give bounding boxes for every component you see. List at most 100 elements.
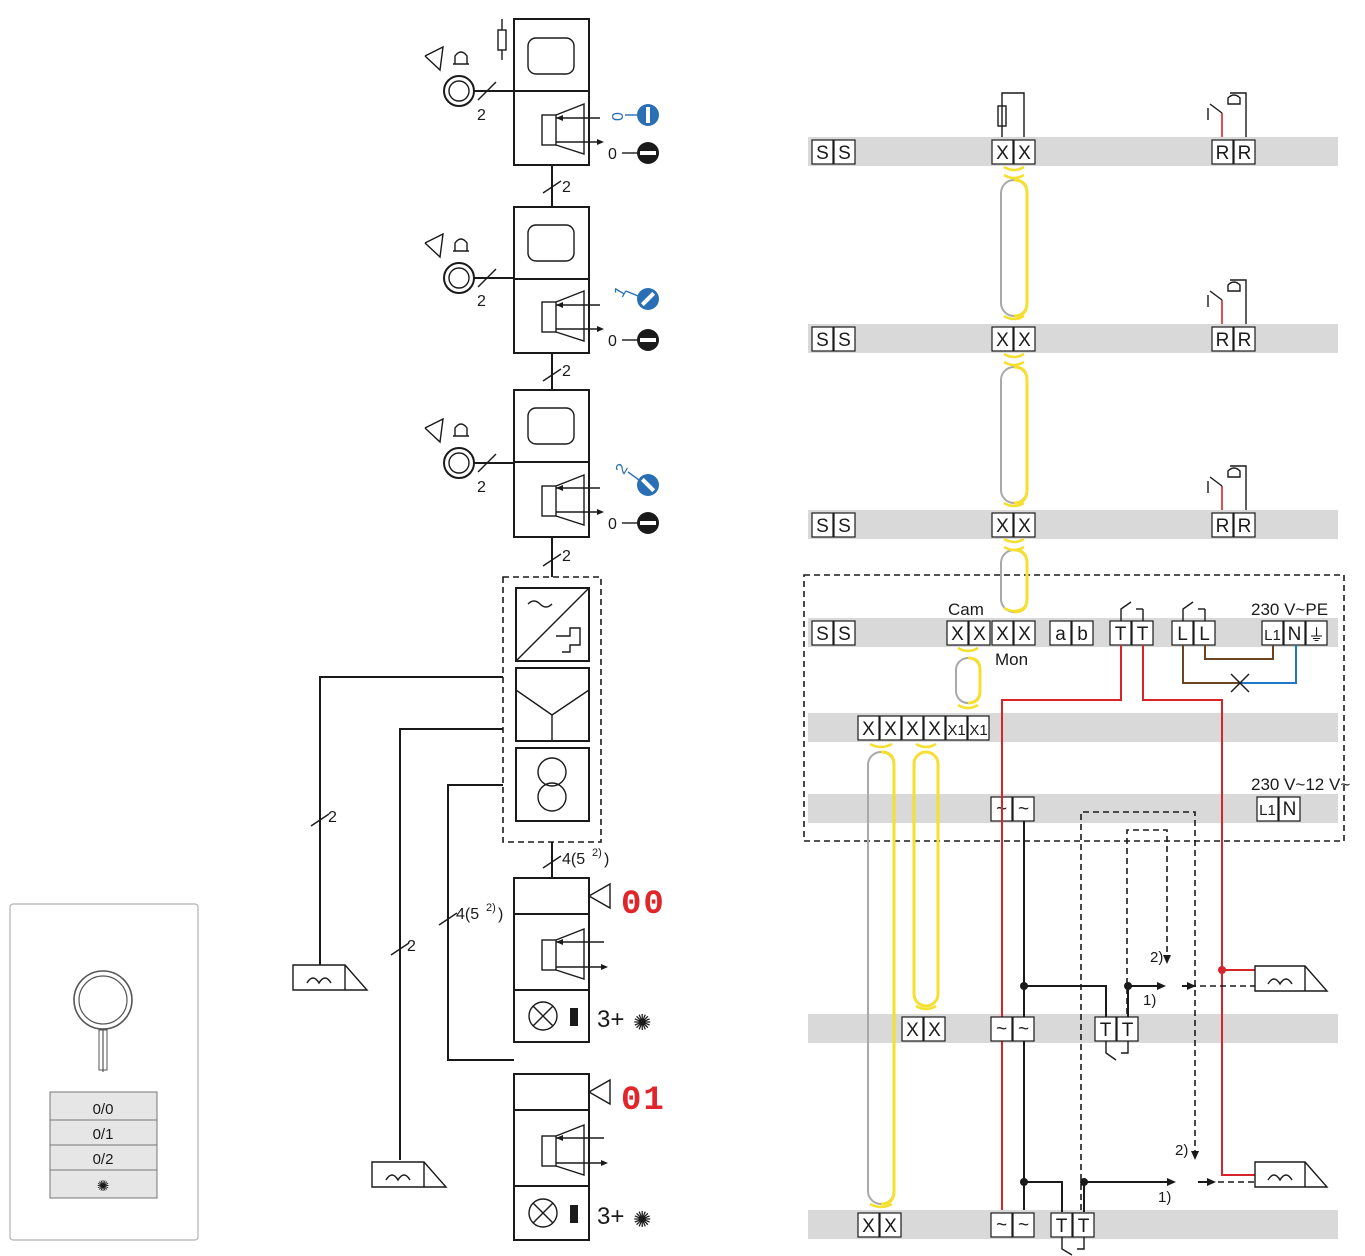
control-unit [502,576,602,843]
door-station-1 [497,18,604,166]
wire-count-label: 2 [328,809,337,826]
terminal-label: X [862,1216,875,1237]
wire-count-label: 2 [407,938,416,955]
terminal-label: T [1100,1020,1112,1041]
terminal-label: L1 [1259,802,1276,819]
terminal-label: ~ [996,1019,1007,1040]
terminal-diagram: S S X X R R S S X X R R S S X X R R Cam … [803,92,1350,1256]
terminal-label: S [838,516,851,537]
paren-close: ) [604,851,609,868]
terminal-label: T [1056,1216,1068,1237]
speaker-icon [541,289,585,342]
mon-label: Mon [995,650,1028,669]
terminal-row-indoor-1: X X ~ ~ T T [901,1016,1139,1061]
panel-row[interactable]: 0/0 [93,1101,114,1118]
terminal-label: R [1238,143,1252,164]
terminal-label: L [1199,624,1210,645]
key-switch-icon: 2 [613,461,659,496]
footnote-label: 2) [486,902,496,914]
terminal-label: X [884,719,897,740]
terminal-label: X [951,624,964,645]
panel-row[interactable]: 0/2 [93,1151,114,1168]
terminal-label: X [906,719,919,740]
door-station-3 [513,389,604,538]
supply-label: 230 V~12 V~ [1251,775,1350,794]
terminal-label: X [996,143,1009,164]
push-button-icon [1207,465,1247,510]
wire-count-label: 2 [562,548,571,565]
terminal-label: X [1018,330,1031,351]
terminal-label: X [928,1020,941,1041]
terminal-label: X [862,719,875,740]
speaker-icon [541,1123,585,1176]
bus-bars [808,137,1338,1239]
code-zero: 0 [608,333,617,350]
terminal-row-3: S S X X R R [811,512,1256,538]
terminal-label: T [1122,1020,1134,1041]
terminal-label: T [1078,1216,1090,1237]
door-opener-icon [1254,965,1329,992]
wire-count-label: 2 [477,107,486,124]
speaker-icon [541,102,585,155]
block-schematic: 2 2 2 4(5 2) ) [292,18,666,1241]
terminal-label: X [906,1020,919,1041]
terminal-label: S [816,624,829,645]
bell-push-3: 2 [424,417,514,496]
terminal-label: S [838,143,851,164]
wire-count-label: 2 [477,293,486,310]
key-switch-icon: 0 [610,104,659,126]
code-label: 2 [613,461,632,477]
splitter-icon [515,667,590,742]
terminal-label: ~ [996,1215,1007,1236]
light-sensor-icon: ✺ [633,1010,651,1035]
speaker-icon [541,473,585,526]
terminal-label: R [1216,143,1230,164]
display-readout: 01 [621,1082,666,1120]
push-button-icon [1207,92,1247,137]
wire-count-label: 2 [562,179,571,196]
speaker-icon [541,927,585,980]
horn-icon [424,232,444,259]
terminal-label: X [928,719,941,740]
terminal-label: X1 [969,722,987,739]
note-label: 1) [1158,1189,1171,1206]
code-label: 1 [611,284,630,300]
light-sensor-icon[interactable]: ✺ [97,1178,110,1195]
terminal-label: L [1177,624,1188,645]
camera-icon [73,970,133,1072]
door-opener-icon [1254,1161,1329,1188]
panel-row[interactable]: 0/1 [93,1126,114,1143]
bell-icon [453,51,469,65]
supply-label: 230 V~PE [1251,600,1328,619]
terminal-label: R [1238,330,1252,351]
wire-count-label: 2 [477,479,486,496]
resistor-icon [997,92,1025,137]
door-opener-icon [371,1161,448,1188]
lamp-label: 3+ [597,1006,624,1033]
lamp-icon [528,1198,558,1228]
terminal-label: N [1288,624,1302,645]
code-zero: 0 [608,146,617,163]
terminal-label: S [838,330,851,351]
key-switch-icon: 1 [611,284,659,310]
light-sensor-icon: ✺ [633,1207,651,1232]
earth-icon: ⏚ [1308,626,1325,645]
control-unit-box [803,574,1345,842]
terminal-label: N [1283,799,1297,820]
terminal-label: S [816,143,829,164]
code-label: 0 [610,112,627,121]
wire-count-label: 2 [562,363,571,380]
wire-count-label-4: 4(5 [562,851,585,868]
terminal-label: S [838,624,851,645]
terminal-label: X [1018,516,1031,537]
horn-icon [424,417,444,444]
terminal-label: ~ [1018,1215,1029,1236]
terminal-label: S [816,516,829,537]
indoor-station-1: 3+ ✺ 00 [513,877,666,1043]
lamp-icon [528,1001,558,1031]
bell-icon [453,238,469,252]
display-readout: 00 [621,886,666,924]
terminal-label: ~ [1018,1019,1029,1040]
terminal-label: L1 [1264,627,1281,644]
terminal-label: T [1137,624,1149,645]
